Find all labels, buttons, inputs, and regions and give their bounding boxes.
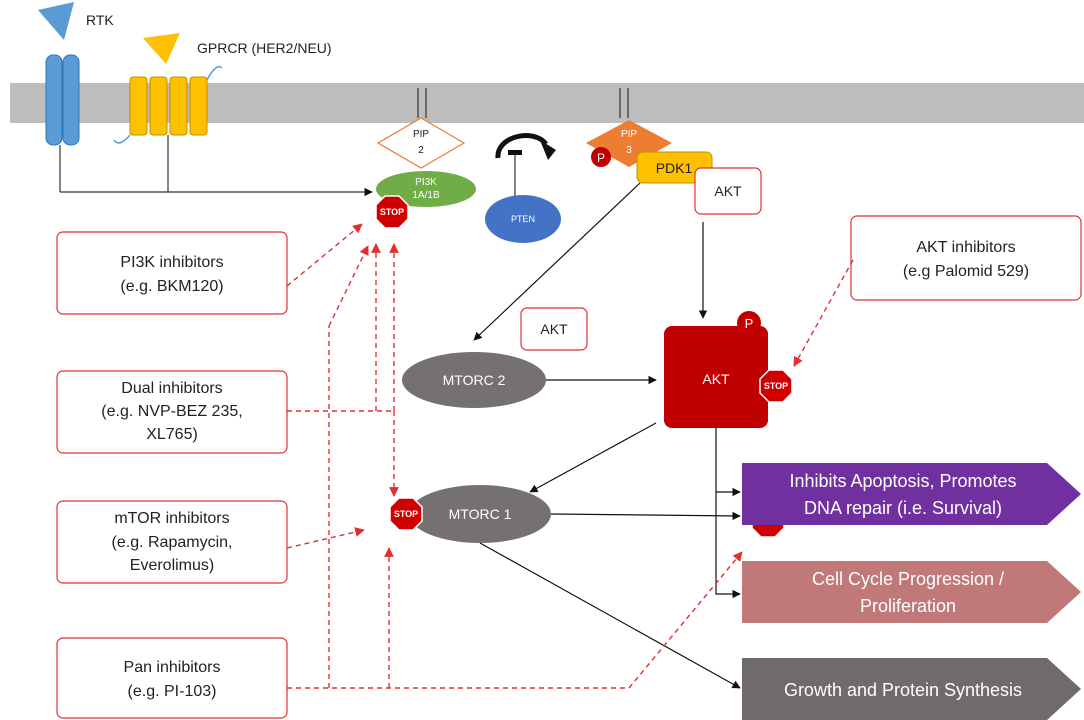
mtorc2-label: MTORC 2 xyxy=(443,372,506,388)
akt-mid-node: AKT xyxy=(520,307,588,351)
pdk1-label: PDK1 xyxy=(656,160,693,176)
stop-sign-pi3k: STOP xyxy=(375,195,409,229)
pan-inhibitors-box: Pan inhibitors (e.g. PI-103) xyxy=(56,637,288,719)
pi3k-label-1: PI3K xyxy=(415,177,437,188)
svg-text:(e.g. NVP-BEZ 235,: (e.g. NVP-BEZ 235, xyxy=(101,403,242,420)
svg-text:Cell Cycle Progression /: Cell Cycle Progression / xyxy=(812,569,1004,589)
pi3k-label-2: 1A/1B xyxy=(412,190,440,201)
dual-inhibitors-box: Dual inhibitors (e.g. NVP-BEZ 235, XL765… xyxy=(56,370,288,454)
mtor-inhibitors-box: mTOR inhibitors (e.g. Rapamycin, Everoli… xyxy=(56,500,288,584)
pip3-label-1: PIP xyxy=(621,129,637,140)
inhibitor-arrows xyxy=(286,223,854,689)
akt-phospho-badge xyxy=(737,311,761,335)
svg-text:mTOR inhibitors: mTOR inhibitors xyxy=(114,510,229,527)
svg-text:Pan inhibitors: Pan inhibitors xyxy=(124,659,221,676)
akt-main-label: AKT xyxy=(702,371,730,387)
svg-text:(e.g. BKM120): (e.g. BKM120) xyxy=(120,278,223,295)
pi3k-inhibitors-box: PI3K inhibitors (e.g. BKM120) xyxy=(56,231,288,315)
pdk1-node: PDK1 xyxy=(636,151,713,184)
pip2-label-2: 2 xyxy=(418,145,424,156)
svg-text:(e.g. PI-103): (e.g. PI-103) xyxy=(128,683,217,700)
svg-text:(e.g. Rapamycin,: (e.g. Rapamycin, xyxy=(112,534,233,551)
svg-text:(e.g Palomid 529): (e.g Palomid 529) xyxy=(903,263,1029,280)
svg-text:Growth and Protein Synthesis: Growth and Protein Synthesis xyxy=(784,680,1022,700)
gpcr-receptor: GPRCR (HER2/NEU) xyxy=(113,33,332,192)
svg-text:PI3K inhibitors: PI3K inhibitors xyxy=(120,254,223,271)
rtk-receptor: RTK xyxy=(38,2,114,192)
akt-top-label: AKT xyxy=(714,183,742,199)
svg-text:Dual inhibitors: Dual inhibitors xyxy=(121,380,222,397)
akt-inhibitors-box: AKT inhibitors (e.g Palomid 529) xyxy=(850,215,1082,301)
pip3-label-2: 3 xyxy=(626,145,632,156)
svg-text:P: P xyxy=(745,316,754,331)
svg-text:XL765): XL765) xyxy=(146,426,198,443)
mtorc2-node: MTORC 2 xyxy=(402,352,546,408)
growth-outcome: Growth and Protein Synthesis xyxy=(742,658,1081,720)
pten-label: PTEN xyxy=(511,214,535,224)
svg-text:Everolimus): Everolimus) xyxy=(130,557,214,574)
rtk-ligand-icon xyxy=(38,2,74,40)
akt-main-node: AKT P xyxy=(664,311,768,428)
svg-text:DNA repair (i.e. Survival): DNA repair (i.e. Survival) xyxy=(804,498,1002,518)
mtorc1-label: MTORC 1 xyxy=(449,506,512,522)
pip2-node: PIP 2 xyxy=(376,88,466,169)
gpcr-ligand-icon xyxy=(143,33,180,64)
conversion-arrow-icon xyxy=(495,133,548,159)
pip2-label-1: PIP xyxy=(413,129,429,140)
svg-text:Proliferation: Proliferation xyxy=(860,596,956,616)
rtk-label: RTK xyxy=(86,12,114,28)
stop-sign-mtorc1: STOP xyxy=(389,497,423,531)
gpcr-label: GPRCR (HER2/NEU) xyxy=(197,40,332,56)
cell-membrane xyxy=(10,83,1084,123)
pip3-node: PIP 3 P xyxy=(586,88,672,167)
svg-text:P: P xyxy=(597,151,605,165)
phospho-badge xyxy=(591,147,611,167)
svg-text:STOP: STOP xyxy=(394,509,418,519)
akt-mid-label: AKT xyxy=(540,321,568,337)
akt-top-node: AKT xyxy=(694,167,762,215)
pten-node: PTEN xyxy=(485,133,561,243)
svg-text:Inhibits Apoptosis, Promotes: Inhibits Apoptosis, Promotes xyxy=(789,471,1016,491)
stop-sign-akt: STOP xyxy=(759,369,793,403)
mtorc1-node: MTORC 1 xyxy=(409,485,551,543)
svg-text:AKT inhibitors: AKT inhibitors xyxy=(916,239,1015,256)
proliferation-outcome: Cell Cycle Progression / Proliferation xyxy=(742,561,1081,623)
survival-outcome: Inhibits Apoptosis, Promotes DNA repair … xyxy=(742,463,1081,525)
svg-text:STOP: STOP xyxy=(380,207,404,217)
svg-text:STOP: STOP xyxy=(764,381,788,391)
